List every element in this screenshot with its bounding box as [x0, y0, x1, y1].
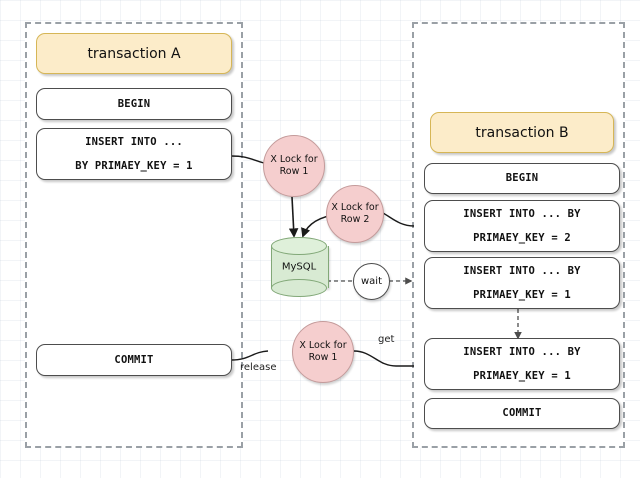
step-line-1: COMMIT	[502, 407, 542, 420]
transaction-b-header: transaction B	[430, 112, 614, 153]
transaction-a-header: transaction A	[36, 33, 232, 74]
edge-lock3-to-b-insert4	[353, 350, 414, 367]
transaction-b-step-insert-pk1-blocked[interactable]: INSERT INTO ... BY PRIMAEY_KEY = 1	[424, 257, 620, 309]
transaction-b-step-begin[interactable]: BEGIN	[424, 163, 620, 194]
mysql-label: MySQL	[281, 261, 317, 273]
lock-line-2: Row 2	[340, 214, 370, 225]
lock-line-2: Row 1	[308, 352, 338, 363]
step-line-2: PRIMAEY_KEY = 1	[473, 369, 571, 382]
step-line-1: BEGIN	[505, 172, 539, 185]
lock-bubble-row1-bottom[interactable]: X Lock for Row 1	[292, 321, 354, 383]
transaction-b-header-label: transaction B	[475, 124, 569, 141]
mysql-database-cylinder[interactable]: MySQL	[271, 237, 329, 297]
edge-a-insert-to-lock1	[230, 155, 265, 164]
step-line-1: INSERT INTO ... BY	[463, 346, 581, 359]
step-line-1: INSERT INTO ...	[85, 136, 183, 149]
edge-a-commit-to-lock3	[230, 350, 269, 361]
lock-bubble-row2[interactable]: X Lock for Row 2	[326, 185, 384, 243]
step-line-1: INSERT INTO ... BY	[463, 208, 581, 221]
step-line-2: PRIMAEY_KEY = 2	[473, 231, 571, 244]
edge-label-release: release	[240, 362, 277, 373]
edge-lock1-to-db	[288, 196, 299, 238]
transaction-b-step-insert-pk2[interactable]: INSERT INTO ... BY PRIMAEY_KEY = 2	[424, 200, 620, 252]
transaction-a-step-begin[interactable]: BEGIN	[36, 88, 232, 120]
lock-bubble-row1-top[interactable]: X Lock for Row 1	[263, 135, 325, 197]
lock-line-1: X Lock for	[331, 202, 379, 214]
lock-line-1: X Lock for	[299, 340, 347, 352]
transaction-b-step-commit[interactable]: COMMIT	[424, 398, 620, 429]
wait-node[interactable]: wait	[353, 263, 390, 300]
cylinder-top-ellipse	[271, 237, 327, 255]
transaction-a-header-label: transaction A	[87, 45, 181, 62]
step-line-1: BEGIN	[117, 97, 151, 110]
lock-line-2: Row 1	[279, 166, 309, 177]
edge-label-get: get	[378, 334, 395, 345]
wait-label: wait	[360, 276, 382, 287]
step-line-1: COMMIT	[114, 353, 154, 366]
transaction-a-step-commit[interactable]: COMMIT	[36, 344, 232, 376]
step-line-1: INSERT INTO ... BY	[463, 265, 581, 278]
step-line-2: BY PRIMAEY_KEY = 1	[75, 159, 193, 172]
cylinder-bottom-ellipse	[271, 279, 327, 297]
transaction-b-step-insert-pk1-retry[interactable]: INSERT INTO ... BY PRIMAEY_KEY = 1	[424, 338, 620, 390]
transaction-a-step-insert[interactable]: INSERT INTO ... BY PRIMAEY_KEY = 1	[36, 128, 232, 180]
lock-line-1: X Lock for	[270, 154, 318, 166]
edge-b-insert2-to-lock2	[382, 212, 415, 227]
step-line-2: PRIMAEY_KEY = 1	[473, 288, 571, 301]
